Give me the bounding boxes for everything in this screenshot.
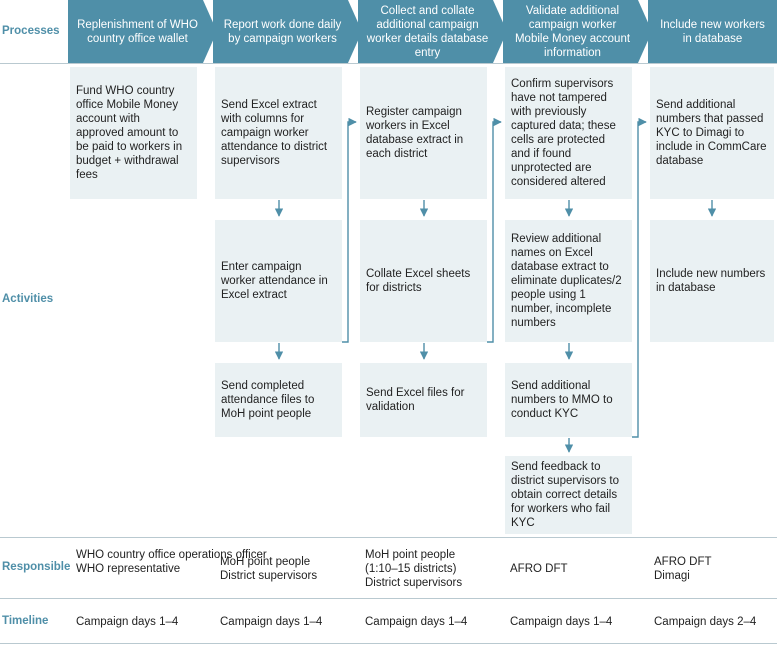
- row-label-responsible: Responsible: [2, 561, 71, 573]
- timeline-3: Campaign days 1–4: [365, 616, 468, 628]
- row-label-timeline: Timeline: [2, 615, 49, 627]
- connector-col4-to-col5: [632, 117, 647, 438]
- row-label-processes: Processes: [2, 25, 60, 37]
- process-header-2: Report work done daily by campaign worke…: [213, 0, 362, 63]
- activity-3-2: Collate Excel sheets for districts: [360, 220, 487, 342]
- activity-4-2-text: Review additional names on Excel databas…: [511, 233, 622, 329]
- divider-processes: [0, 63, 777, 64]
- activity-5-1: Send additional numbers that passed KYC …: [650, 67, 774, 199]
- activity-4-3: Send additional numbers to MMO to conduc…: [505, 363, 632, 437]
- activity-5-1-text: Send additional numbers that passed KYC …: [656, 99, 767, 167]
- process-header-2-label: Report work done daily by campaign worke…: [223, 18, 342, 45]
- divider-activities: [0, 537, 777, 538]
- activity-4-4: Send feedback to district supervisors to…: [505, 456, 632, 534]
- activity-1-1: Fund WHO country office Mobile Money acc…: [70, 67, 197, 199]
- divider-responsible: [0, 598, 777, 599]
- responsible-4: AFRO DFT: [510, 563, 568, 575]
- process-header-4: Validate additional campaign worker Mobi…: [503, 0, 652, 63]
- activity-4-1: Confirm supervisors have not tampered wi…: [505, 67, 632, 199]
- divider-timeline: [0, 643, 777, 644]
- activity-5-2-text: Include new numbers in database: [656, 268, 766, 294]
- activity-3-1-text: Register campaign workers in Excel datab…: [366, 106, 464, 160]
- activity-4-4-text: Send feedback to district supervisors to…: [511, 461, 620, 529]
- responsible-2: MoH point people District supervisors: [220, 556, 318, 582]
- responsible-5: AFRO DFT Dimagi: [654, 556, 712, 582]
- activity-2-3: Send completed attendance files to MoH p…: [215, 363, 342, 437]
- timeline-5: Campaign days 2–4: [654, 616, 757, 628]
- responsible-3: MoH point people (1:10–15 districts) Dis…: [365, 549, 463, 589]
- timeline-4: Campaign days 1–4: [510, 616, 613, 628]
- activity-3-1: Register campaign workers in Excel datab…: [360, 67, 487, 199]
- timeline-1: Campaign days 1–4: [76, 616, 179, 628]
- activity-2-1-text: Send Excel extract with columns for camp…: [221, 99, 328, 167]
- activity-3-3: Send Excel files for validation: [360, 363, 487, 437]
- activity-2-3-text: Send completed attendance files to MoH p…: [221, 380, 315, 420]
- activity-3-2-text: Collate Excel sheets for districts: [366, 268, 471, 294]
- process-header-1: Replenishment of WHO country office wall…: [68, 0, 217, 63]
- process-header-4-label: Validate additional campaign worker Mobi…: [514, 4, 631, 59]
- activity-2-2: Enter campaign worker attendance in Exce…: [215, 220, 342, 342]
- activity-1-1-text: Fund WHO country office Mobile Money acc…: [76, 85, 183, 181]
- responsible-1: WHO country office operations officer WH…: [76, 549, 267, 575]
- activity-4-1-text: Confirm supervisors have not tampered wi…: [511, 78, 616, 188]
- process-header-3: Collect and collate additional campaign …: [358, 0, 507, 63]
- process-header-5: Include new workers in database: [648, 0, 777, 63]
- row-label-activities: Activities: [2, 293, 54, 305]
- activity-5-2: Include new numbers in database: [650, 220, 774, 342]
- activity-2-2-text: Enter campaign worker attendance in Exce…: [221, 261, 328, 301]
- activity-2-1: Send Excel extract with columns for camp…: [215, 67, 342, 199]
- process-header-5-label: Include new workers in database: [660, 18, 765, 45]
- timeline-2: Campaign days 1–4: [220, 616, 323, 628]
- process-header-1-label: Replenishment of WHO country office wall…: [77, 18, 198, 45]
- connector-col2-to-col3: [342, 117, 357, 343]
- process-header-3-label: Collect and collate additional campaign …: [366, 4, 489, 59]
- connector-col3-to-col4: [487, 117, 502, 343]
- activity-4-2: Review additional names on Excel databas…: [505, 220, 632, 342]
- activity-4-3-text: Send additional numbers to MMO to conduc…: [511, 380, 613, 420]
- activity-3-3-text: Send Excel files for validation: [366, 387, 465, 413]
